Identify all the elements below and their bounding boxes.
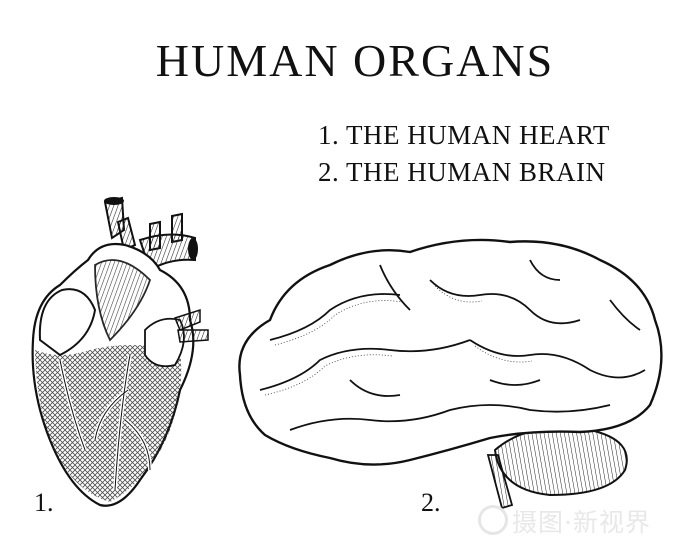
camera-aperture-logo-icon xyxy=(478,505,508,535)
heart-illustration-icon xyxy=(31,196,209,507)
legend-item-heart: 1. THE HUMAN HEART xyxy=(318,120,610,150)
watermark-text: 摄图·新视界 xyxy=(512,508,651,537)
legend-item-brain: 2. THE HUMAN BRAIN xyxy=(318,157,606,187)
watermark: 摄图·新视界 xyxy=(478,503,651,539)
figure-label-brain: 2. xyxy=(421,488,441,517)
page-title: HUMAN ORGANS xyxy=(155,35,555,86)
figure-label-heart: 1. xyxy=(34,488,54,517)
organ-legend: 1. THE HUMAN HEART 2. THE HUMAN BRAIN xyxy=(318,117,610,191)
brain-illustration-icon xyxy=(238,238,663,510)
